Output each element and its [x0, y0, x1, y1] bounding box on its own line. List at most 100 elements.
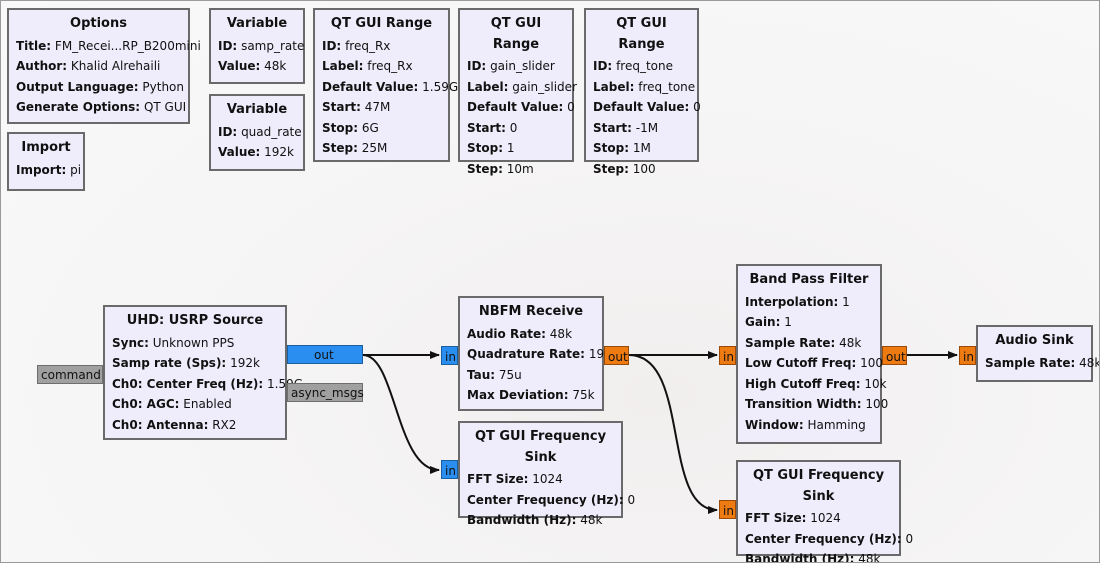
- param-row: Transition Width: 100: [745, 394, 888, 415]
- nbfm-in-port[interactable]: in: [441, 346, 458, 365]
- param-key: FFT Size:: [745, 511, 807, 525]
- param-row: Samp rate (Sps): 192k: [112, 353, 278, 374]
- param-row: Window: Hamming: [745, 415, 873, 436]
- param-value: 10k: [864, 376, 887, 391]
- param-row: FFT Size: 1024: [745, 508, 892, 529]
- param-value: RX2: [212, 417, 237, 432]
- param-key: Ch0: AGC:: [112, 397, 180, 411]
- param-row: Center Frequency (Hz): 0: [467, 490, 635, 511]
- param-value: 0: [627, 492, 636, 507]
- block-title: QT GUI Frequency Sink: [474, 429, 607, 465]
- param-row: Step: 100: [593, 159, 690, 180]
- param-key: Import:: [16, 162, 67, 177]
- param-row: Step: 10m: [467, 159, 565, 180]
- block-title: QT GUI Frequency Sink: [752, 468, 885, 504]
- param-key: ID:: [593, 59, 613, 73]
- param-row: ID: quad_rate: [218, 122, 302, 143]
- param-row: Ch0: Antenna: RX2: [112, 415, 278, 436]
- param-key: Window:: [745, 417, 804, 432]
- param-value: Khalid Alrehaili: [70, 59, 161, 73]
- param-key: Label:: [467, 79, 509, 94]
- param-key: Label:: [322, 59, 364, 73]
- import-block[interactable]: Import Import: pi: [7, 132, 85, 191]
- param-row: Default Value: 1.59G: [322, 77, 458, 98]
- bpf-out-port[interactable]: out: [882, 346, 907, 365]
- param-value: freq_tone: [638, 79, 696, 94]
- param-key: Bandwidth (Hz):: [745, 552, 855, 563]
- param-value: 100: [632, 161, 656, 176]
- param-row: Default Value: 0: [593, 97, 701, 118]
- param-row: Label: gain_slider: [467, 77, 577, 98]
- param-row: Quadrature Rate: 192k: [467, 344, 619, 365]
- param-row: ID: samp_rate: [218, 36, 304, 57]
- audio-sink-block[interactable]: Audio Sink Sample Rate: 48k: [976, 325, 1099, 382]
- param-row: Audio Rate: 48k: [467, 324, 595, 345]
- param-value: samp_rate: [241, 38, 305, 53]
- param-row: ID: freq_Rx: [322, 36, 441, 57]
- param-value: -1M: [635, 120, 659, 135]
- param-value: gain_slider: [512, 79, 577, 94]
- block-title: Import: [21, 140, 71, 155]
- param-key: Sample Rate:: [985, 355, 1076, 370]
- freq-sink-2-in-port[interactable]: in: [719, 500, 736, 519]
- param-value: 0: [693, 100, 701, 114]
- param-row: Stop: 1M: [593, 138, 690, 159]
- param-row: Label: freq_Rx: [322, 56, 441, 77]
- param-key: Value:: [218, 59, 261, 73]
- param-value: 48k: [580, 513, 603, 527]
- param-key: Interpolation:: [745, 294, 839, 309]
- usrp-async-msgs-port[interactable]: async_msgs: [287, 383, 364, 402]
- param-row: Sync: Unknown PPS: [112, 333, 278, 354]
- nbfm-out-port[interactable]: out: [604, 346, 629, 365]
- param-value: freq_Rx: [345, 38, 391, 53]
- param-row: FFT Size: 1024: [467, 469, 614, 490]
- param-key: Audio Rate:: [467, 326, 546, 341]
- block-title: Band Pass Filter: [749, 272, 869, 287]
- param-row: Start: -1M: [593, 118, 690, 139]
- param-row: Ch0: Center Freq (Hz): 1.59G: [112, 374, 303, 395]
- param-key: Default Value:: [322, 79, 419, 94]
- audio-sink-in-port[interactable]: in: [959, 346, 976, 365]
- param-row: Start: 0: [467, 118, 565, 139]
- param-row: High Cutoff Freq: 10k: [745, 374, 887, 395]
- param-key: Stop:: [593, 141, 630, 155]
- param-value: 25M: [361, 141, 388, 155]
- param-row: Low Cutoff Freq: 100: [745, 353, 883, 374]
- param-row: Generate Options: QT GUI: [16, 97, 186, 118]
- param-row: Import: pi: [16, 160, 81, 181]
- bpf-in-port[interactable]: in: [719, 346, 736, 365]
- param-key: Default Value:: [593, 100, 690, 114]
- block-title: QT GUI Range: [490, 16, 542, 52]
- param-key: Samp rate (Sps):: [112, 356, 227, 370]
- param-value: 1024: [532, 472, 563, 486]
- param-row: Sample Rate: 48k: [745, 333, 873, 354]
- param-key: Tau:: [467, 367, 496, 382]
- freq-sink-1-in-port[interactable]: in: [441, 460, 458, 479]
- block-title: Variable: [226, 16, 288, 31]
- usrp-command-port[interactable]: command: [37, 365, 103, 384]
- block-title: NBFM Receive: [478, 304, 584, 319]
- param-row: Author: Khalid Alrehaili: [16, 56, 181, 77]
- param-key: Low Cutoff Freq:: [745, 356, 857, 370]
- param-key: ID:: [218, 38, 238, 53]
- usrp-out-port[interactable]: out: [287, 345, 363, 364]
- param-key: Sample Rate:: [745, 335, 836, 350]
- wire-usrp-to-freq-sink-1: [362, 354, 440, 474]
- param-row: ID: freq_tone: [593, 56, 690, 77]
- param-value: gain_slider: [490, 59, 555, 73]
- param-value: QT GUI: [143, 100, 187, 114]
- param-key: Stop:: [322, 120, 359, 135]
- param-value: 0: [509, 120, 518, 135]
